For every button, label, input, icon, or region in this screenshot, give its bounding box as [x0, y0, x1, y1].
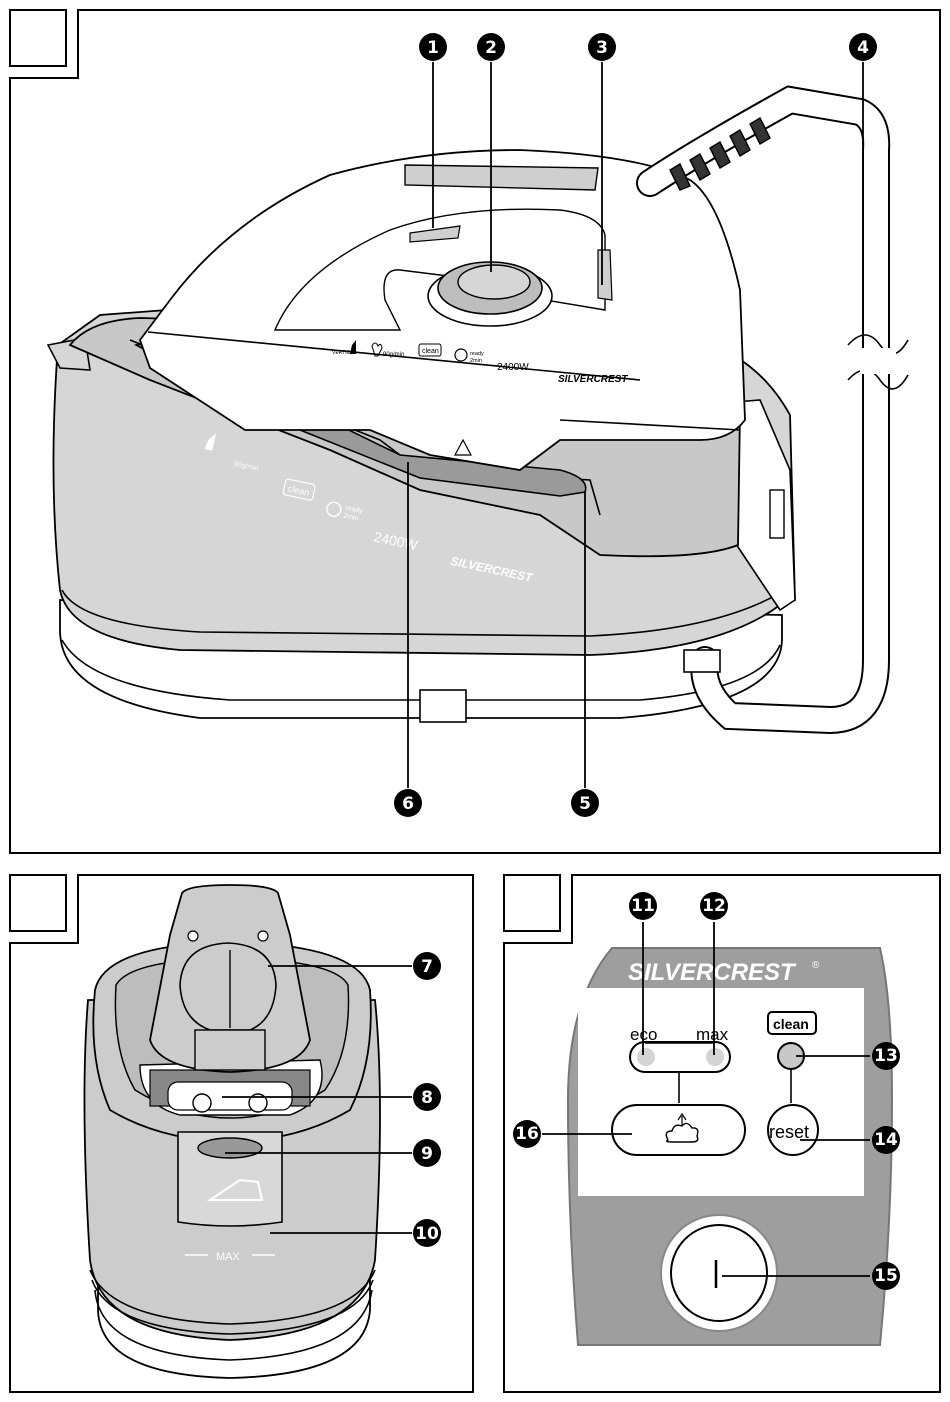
steam-button[interactable]	[612, 1105, 745, 1155]
max-indicator-light	[706, 1048, 724, 1066]
callout-label: 1	[427, 38, 439, 58]
callout-label: 11	[631, 896, 655, 916]
callout-5: 5	[571, 789, 599, 817]
callout-label: 8	[421, 1088, 433, 1108]
callout-label: 2	[485, 38, 497, 58]
callout-label: 5	[579, 794, 591, 814]
callout-3: 3	[588, 33, 616, 61]
callout-8: 8	[413, 1083, 441, 1111]
callout-label: 3	[596, 38, 608, 58]
panel-registered-mark: ®	[812, 960, 820, 971]
callout-1: 1	[419, 33, 447, 61]
iron-clean-label: clean	[422, 348, 439, 355]
callout-label: 9	[421, 1144, 433, 1164]
callout-label: 12	[702, 896, 726, 916]
panel-brand-label: SILVERCREST	[628, 959, 797, 986]
callout-13: 13	[872, 1042, 900, 1070]
callout-6: 6	[394, 789, 422, 817]
clean-label: clean	[773, 1016, 809, 1032]
callout-label: 10	[415, 1224, 439, 1244]
steam-station-illustration	[48, 100, 908, 722]
max-label: max	[696, 1025, 729, 1044]
callout-2: 2	[477, 33, 505, 61]
iron-power-label: 2400W	[497, 362, 529, 373]
callout-label: 15	[874, 1266, 898, 1286]
callout-label: 7	[421, 957, 433, 977]
callout-label: 13	[874, 1046, 898, 1066]
iron-brand-label: SILVERCREST	[558, 374, 628, 385]
callout-10: 10	[413, 1219, 441, 1247]
callout-16: 16	[513, 1120, 541, 1148]
callout-label: 16	[515, 1124, 539, 1144]
iron-ready-time: 2min	[470, 358, 482, 364]
water-tank-illustration: MAX	[84, 885, 380, 1378]
callout-4: 4	[849, 33, 877, 61]
power-button[interactable]	[671, 1225, 767, 1321]
control-panel-illustration: SILVERCREST ® eco max clean reset	[568, 948, 892, 1345]
callout-11: 11	[629, 892, 657, 920]
callout-9: 9	[413, 1139, 441, 1167]
callout-15: 15	[872, 1262, 900, 1290]
callout-12: 12	[700, 892, 728, 920]
tank-max-label: MAX	[216, 1251, 241, 1263]
callout-14: 14	[872, 1126, 900, 1154]
callout-label: 6	[402, 794, 414, 814]
callout-label: 4	[857, 38, 869, 58]
reset-label: reset	[769, 1122, 809, 1142]
callout-7: 7	[413, 952, 441, 980]
iron-steam-rate: 90g/min	[383, 352, 404, 358]
eco-indicator-light	[637, 1048, 655, 1066]
callout-label: 14	[874, 1130, 898, 1150]
iron-ready-label: ready	[470, 351, 484, 357]
